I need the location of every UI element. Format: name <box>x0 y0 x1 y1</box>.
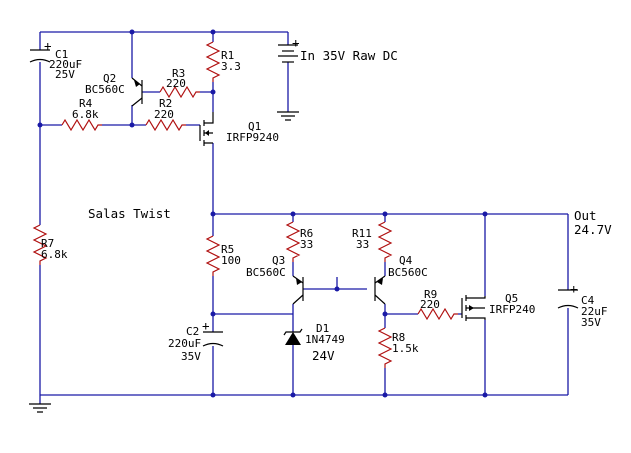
r1-name: R1 <box>221 49 234 62</box>
r6-value: 33 <box>300 238 313 251</box>
resistor-r6-symbol <box>285 221 301 262</box>
junction-dot <box>129 29 135 35</box>
d1-part: 1N4749 <box>305 333 345 346</box>
c2-name: C2 <box>186 325 199 338</box>
junction-dot <box>382 211 388 217</box>
d1-name: D1 <box>316 322 329 335</box>
resistor-r8-symbol <box>377 327 393 368</box>
input-label: In 35V Raw DC <box>300 48 398 63</box>
r4-name: R4 <box>79 97 93 110</box>
resistor-r3-symbol <box>159 85 200 99</box>
junction-dot <box>210 89 216 95</box>
r2-name: R2 <box>159 97 172 110</box>
plus-sign-battery: + <box>292 35 300 50</box>
q3-part: BC560C <box>246 266 286 279</box>
transistor-q4-symbol <box>374 275 386 305</box>
q2-part: BC560C <box>85 83 125 96</box>
r6-name: R6 <box>300 227 313 240</box>
resistor-r2-symbol <box>145 118 186 132</box>
junction-dot <box>129 122 135 128</box>
c1-value: 220uF <box>49 58 82 71</box>
c1-rating: 25V <box>55 68 75 81</box>
mosfet-q1-symbol <box>199 112 214 146</box>
r7-value: 6.8k <box>41 248 68 261</box>
q3-name: Q3 <box>272 254 285 267</box>
output-voltage: 24.7V <box>574 222 612 237</box>
resistor-r9-symbol <box>417 307 458 321</box>
labels: + C1 220uF 25V + In 35V Raw DC R1 3.3 Q2… <box>41 35 612 363</box>
r11-name: R11 <box>352 227 372 240</box>
q4-name: Q4 <box>399 254 413 267</box>
r3-name: R3 <box>172 67 185 80</box>
transistor-q2-symbol <box>131 77 143 107</box>
r9-value: 220 <box>420 298 440 311</box>
ground-symbol <box>277 111 299 121</box>
r4-value: 6.8k <box>72 108 99 121</box>
junction-dot <box>210 311 216 317</box>
r5-name: R5 <box>221 243 234 256</box>
junctions <box>37 29 488 398</box>
r5-value: 100 <box>221 254 241 267</box>
r8-value: 1.5k <box>392 342 419 355</box>
c4-value: 22uF <box>581 305 608 318</box>
output-label: Out <box>574 208 597 223</box>
c4-rating: 35V <box>581 316 601 329</box>
r2-value: 220 <box>154 108 174 121</box>
junction-dot <box>37 122 43 128</box>
resistor-r1-symbol <box>205 41 221 82</box>
junction-dot <box>382 311 388 317</box>
q1-name: Q1 <box>248 120 261 133</box>
plus-sign-c4: + <box>570 281 578 296</box>
c1-name: C1 <box>55 48 68 61</box>
q4-part: BC560C <box>388 266 428 279</box>
junction-dot <box>482 211 488 217</box>
zener-d1-symbol <box>283 328 303 345</box>
resistor-r5-symbol <box>205 235 221 276</box>
q2-name: Q2 <box>103 72 116 85</box>
c2-value: 220uF <box>168 337 201 350</box>
resistor-r7-symbol <box>32 224 48 265</box>
junction-dot <box>334 286 340 292</box>
resistor-r11-symbol <box>377 221 393 262</box>
junction-dot <box>210 29 216 35</box>
junction-dot <box>482 392 488 398</box>
q5-name: Q5 <box>505 292 518 305</box>
r8-name: R8 <box>392 331 405 344</box>
mosfet-q5-symbol <box>461 295 486 321</box>
capacitor-c1-symbol <box>29 49 51 63</box>
q1-part: IRFP9240 <box>226 131 279 144</box>
battery-symbol <box>278 44 298 63</box>
resistor-r4-symbol <box>61 118 102 132</box>
plus-sign-c2: + <box>202 318 210 333</box>
r11-value: 33 <box>356 238 369 251</box>
q5-part: IRFP240 <box>489 303 535 316</box>
wires <box>39 31 569 396</box>
r9-name: R9 <box>424 288 437 301</box>
capacitor-c4-symbol <box>557 289 579 309</box>
wire-q3-collector <box>303 277 367 290</box>
transistor-q3-symbol <box>292 275 304 305</box>
ground-symbol <box>29 395 51 413</box>
resistors <box>32 41 458 368</box>
circuit-title: Salas Twist <box>88 206 171 221</box>
d1-voltage: 24V <box>312 348 335 363</box>
junction-dot <box>210 392 216 398</box>
r3-value: 220 <box>166 77 186 90</box>
capacitor-c2-symbol <box>202 331 224 347</box>
junction-dot <box>210 211 216 217</box>
r7-name: R7 <box>41 237 54 250</box>
plus-sign-c1: + <box>44 38 52 53</box>
c4-name: C4 <box>581 294 595 307</box>
junction-dot <box>382 392 388 398</box>
junction-dot <box>290 392 296 398</box>
c2-rating: 35V <box>181 350 201 363</box>
r1-value: 3.3 <box>221 60 241 73</box>
junction-dot <box>290 211 296 217</box>
